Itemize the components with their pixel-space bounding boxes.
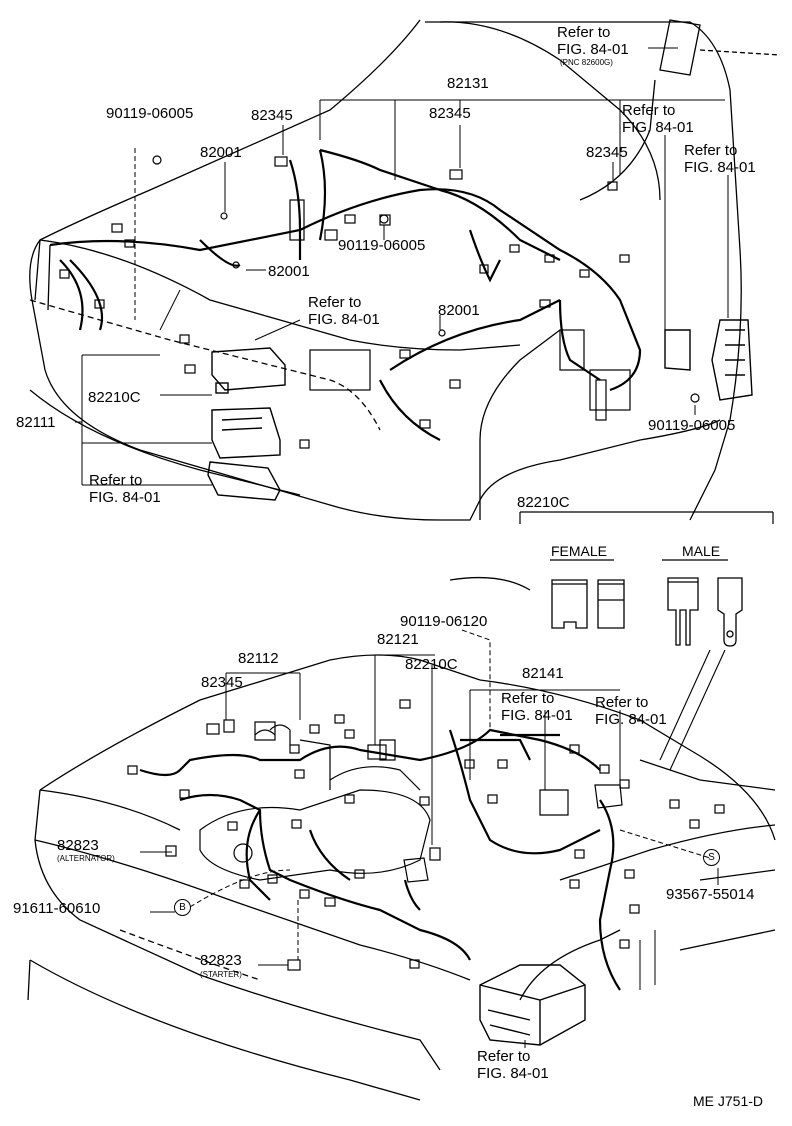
note-pnc: (PNC 82600G) (560, 58, 613, 67)
top-relay-blocks (207, 319, 753, 501)
part-82131: 82131 (447, 75, 489, 92)
fuse-female-heading: FEMALE (551, 543, 608, 559)
part-82001-c: 82001 (438, 302, 480, 319)
bottom-relay-box (479, 964, 586, 1046)
part-82345-c: 82345 (586, 144, 628, 161)
fuse-detail (519, 511, 774, 771)
part-82210c-a: 82210C (88, 389, 141, 406)
note-alternator: (ALTERNATOR) (57, 854, 115, 863)
part-82823-starter: 82823 (200, 952, 242, 969)
part-82345-d: 82345 (201, 674, 243, 691)
part-82141: 82141 (522, 665, 564, 682)
bottom-leader-lines (140, 629, 719, 1048)
top-leader-lines (75, 47, 729, 486)
part-90119-06120: 90119-06120 (400, 613, 488, 630)
top-car-body (29, 19, 781, 521)
part-91611-60610: 91611-60610 (13, 900, 101, 917)
part-82121: 82121 (377, 631, 419, 648)
part-82112: 82112 (238, 650, 279, 667)
part-90119-06005-b: 90119-06005 (338, 237, 426, 254)
marker-s: S (703, 849, 720, 866)
note-starter: (STARTER) (200, 970, 242, 979)
top-wire-harness (49, 148, 642, 441)
part-82001-a: 82001 (200, 144, 242, 161)
top-connectors (59, 155, 700, 449)
part-82001-b: 82001 (268, 263, 310, 280)
marker-b: B (174, 899, 191, 916)
part-93567-55014: 93567-55014 (666, 886, 755, 903)
part-82345-a: 82345 (251, 107, 293, 124)
diagram-code: ME J751-D (693, 1093, 764, 1109)
bottom-car-body (27, 576, 776, 1101)
fuse-male-heading: MALE (682, 543, 721, 559)
part-82345-b: 82345 (429, 105, 471, 122)
bottom-engine (199, 724, 623, 883)
part-82210c-c: 82210C (405, 656, 458, 673)
part-90119-06005-a: 90119-06005 (106, 105, 194, 122)
part-82111: 82111 (16, 414, 56, 431)
part-90119-06005-c: 90119-06005 (648, 417, 736, 434)
part-82823-alternator: 82823 (57, 837, 99, 854)
part-82210c-detail: 82210C (517, 494, 570, 511)
bottom-wire-harness (139, 728, 621, 991)
